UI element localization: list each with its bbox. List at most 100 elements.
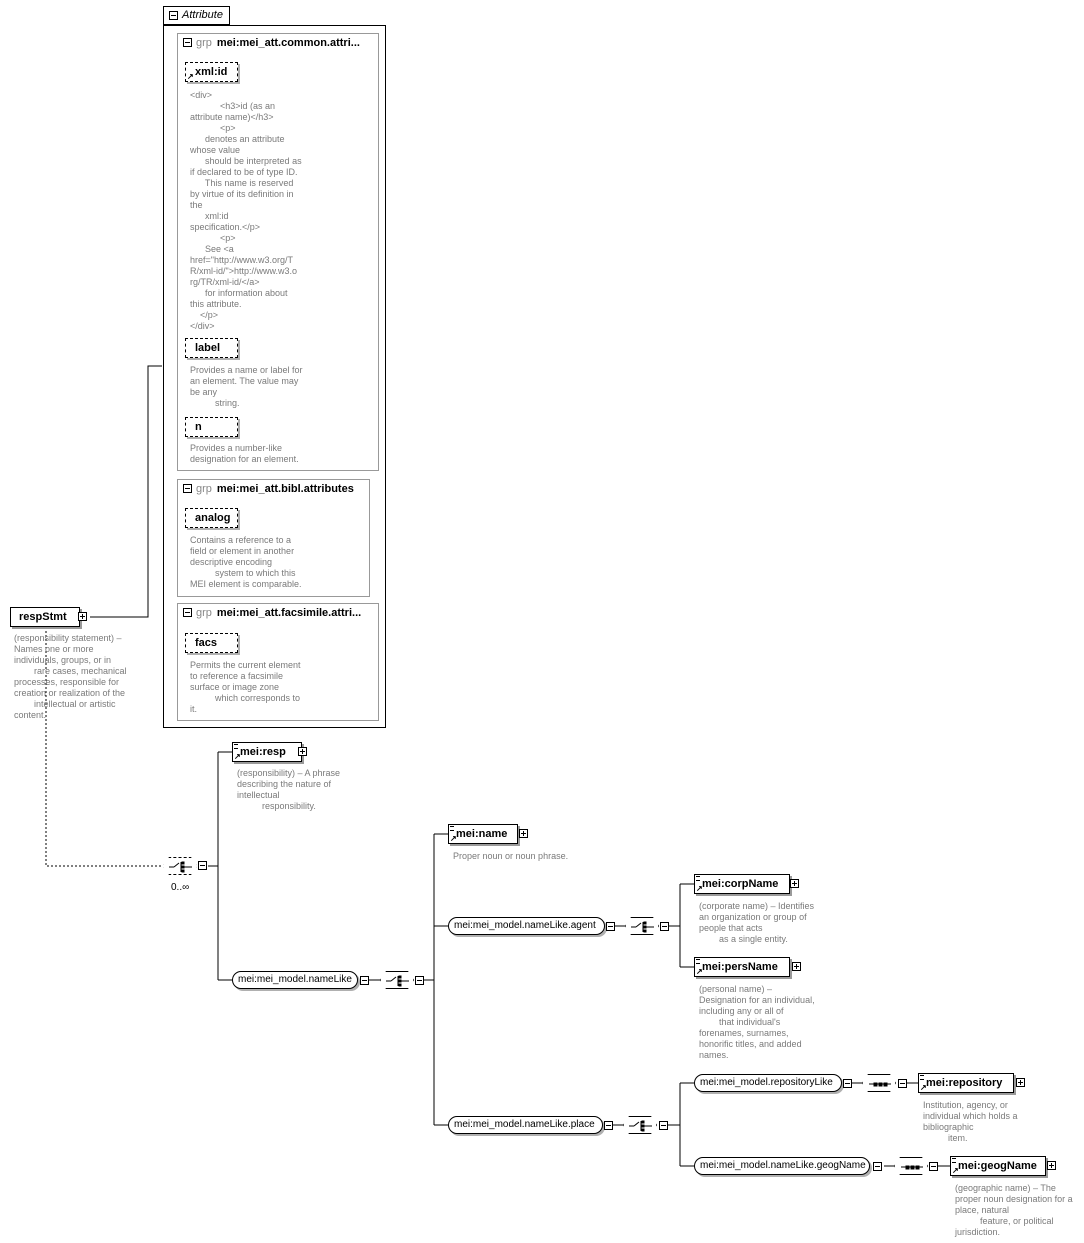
attribute-description: Permits the current element to reference… xyxy=(190,660,301,714)
attribute-label[interactable]: label xyxy=(185,338,238,358)
expand-icon[interactable] xyxy=(792,962,801,971)
collapse-icon[interactable] xyxy=(929,1162,938,1171)
element-doc-icon xyxy=(234,744,238,749)
element-doc-icon xyxy=(696,959,700,964)
group-kind-label: grp xyxy=(196,37,212,49)
element-name: mei:resp xyxy=(240,746,286,758)
collapse-icon[interactable] xyxy=(843,1079,852,1088)
attribute-facs[interactable]: facs xyxy=(185,633,238,653)
attribute-description: <div> <h3>id (as an attribute name)</h3>… xyxy=(190,90,302,331)
element-description: (corporate name) – Identifies an organiz… xyxy=(699,901,815,944)
reference-arrow-icon: ↗ xyxy=(696,884,703,893)
group-kind-label: grp xyxy=(196,483,212,495)
element-description: (responsibility statement) – Names one o… xyxy=(14,633,127,720)
element-doc-icon xyxy=(920,1075,924,1080)
model-group-repositorylike[interactable]: mei:mei_model.repositoryLike xyxy=(694,1074,842,1092)
attribute-panel-title: Attribute xyxy=(182,9,223,21)
attribute-description: Provides a number-like designation for a… xyxy=(190,443,299,464)
attribute-n[interactable]: n xyxy=(185,417,238,437)
choice-icon xyxy=(631,921,654,933)
sequence-compositor[interactable] xyxy=(894,1157,928,1175)
collapse-icon[interactable] xyxy=(604,1121,613,1130)
collapse-icon[interactable] xyxy=(415,976,424,985)
expand-icon[interactable] xyxy=(1047,1161,1056,1170)
collapse-icon[interactable] xyxy=(606,922,615,931)
reference-arrow-icon: ↗ xyxy=(234,752,241,761)
element-doc-icon xyxy=(450,826,454,831)
expand-icon[interactable] xyxy=(519,829,528,838)
collapse-icon[interactable] xyxy=(183,484,192,493)
sequence-icon xyxy=(901,1165,923,1170)
attribute-name: facs xyxy=(195,637,218,649)
collapse-icon[interactable] xyxy=(360,976,369,985)
element-mei-resp[interactable]: ↗ mei:resp xyxy=(232,742,302,762)
attribute-analog[interactable]: analog xyxy=(185,508,238,528)
element-name: mei:persName xyxy=(702,961,778,973)
attribute-description: Provides a name or label for an element.… xyxy=(190,365,303,408)
attribute-group-common: grp mei:mei_att.common.attri... xyxy=(177,33,379,471)
attribute-name: n xyxy=(195,421,202,433)
choice-compositor[interactable] xyxy=(380,971,414,989)
reference-arrow-icon: ↗ xyxy=(920,1083,927,1092)
element-name: mei:corpName xyxy=(702,878,779,890)
element-doc-icon xyxy=(952,1158,956,1163)
reference-arrow-icon: ↗ xyxy=(187,72,194,81)
reference-arrow-icon: ↗ xyxy=(450,834,457,843)
element-name: mei:repository xyxy=(926,1077,1003,1089)
attribute-description: Contains a reference to a field or eleme… xyxy=(190,535,302,589)
choice-cardinality: 0..∞ xyxy=(171,882,190,893)
expand-icon[interactable] xyxy=(790,879,799,888)
collapse-icon[interactable] xyxy=(183,38,192,47)
attribute-group-name: mei:mei_att.common.attri... xyxy=(216,37,360,49)
model-group-agent[interactable]: mei:mei_model.nameLike.agent xyxy=(448,917,605,935)
element-description: Institution, agency, or individual which… xyxy=(923,1100,1018,1143)
model-group-namelike[interactable]: mei:mei_model.nameLike xyxy=(232,971,358,989)
choice-compositor[interactable] xyxy=(163,857,197,875)
sequence-icon xyxy=(869,1082,891,1087)
collapse-icon[interactable] xyxy=(183,608,192,617)
collapse-icon[interactable] xyxy=(873,1162,882,1171)
choice-icon xyxy=(169,861,192,873)
element-mei-corpname[interactable]: ↗ mei:corpName xyxy=(694,874,790,894)
element-name: respStmt xyxy=(19,611,67,623)
element-mei-persname[interactable]: ↗ mei:persName xyxy=(694,957,790,977)
choice-icon xyxy=(386,975,409,987)
element-mei-repository[interactable]: ↗ mei:repository xyxy=(918,1073,1014,1093)
model-group-geogname[interactable]: mei:mei_model.nameLike.geogName xyxy=(694,1157,870,1175)
collapse-icon[interactable] xyxy=(660,922,669,931)
expand-icon[interactable] xyxy=(298,747,307,756)
element-name: mei:name xyxy=(456,828,508,840)
element-description: Proper noun or noun phrase. xyxy=(453,851,569,861)
attribute-name: label xyxy=(195,342,221,354)
choice-compositor[interactable] xyxy=(623,1116,657,1134)
model-group-place[interactable]: mei:mei_model.nameLike.place xyxy=(448,1116,603,1134)
reference-arrow-icon: ↗ xyxy=(696,967,703,976)
choice-compositor[interactable] xyxy=(625,917,659,935)
expand-icon[interactable] xyxy=(78,612,87,621)
attribute-name: analog xyxy=(195,512,231,524)
attribute-group-header[interactable]: grp mei:mei_att.common.attri... xyxy=(178,34,378,52)
collapse-icon[interactable] xyxy=(659,1121,668,1130)
attribute-panel-tab[interactable]: Attribute xyxy=(163,6,230,25)
attribute-name: xml:id xyxy=(195,66,228,78)
element-respstmt[interactable]: respStmt xyxy=(10,607,80,627)
element-description: (responsibility) – A phrase describing t… xyxy=(237,768,341,811)
reference-arrow-icon: ↗ xyxy=(952,1166,959,1175)
collapse-icon[interactable] xyxy=(898,1079,907,1088)
element-description: (geographic name) – The proper noun desi… xyxy=(955,1183,1073,1237)
attribute-xml-id[interactable]: ↗ xml:id xyxy=(185,62,238,82)
element-mei-geogname[interactable]: ↗ mei:geogName xyxy=(950,1156,1046,1176)
sequence-compositor[interactable] xyxy=(862,1074,896,1092)
element-mei-name[interactable]: ↗ mei:name xyxy=(448,824,518,844)
element-doc-icon xyxy=(696,876,700,881)
attribute-group-name: mei:mei_att.facsimile.attri... xyxy=(216,607,362,619)
element-name: mei:geogName xyxy=(958,1160,1037,1172)
expand-icon[interactable] xyxy=(1016,1078,1025,1087)
collapse-icon[interactable] xyxy=(169,11,178,20)
element-description: (personal name) – Designation for an ind… xyxy=(699,984,815,1060)
collapse-icon[interactable] xyxy=(198,861,207,870)
